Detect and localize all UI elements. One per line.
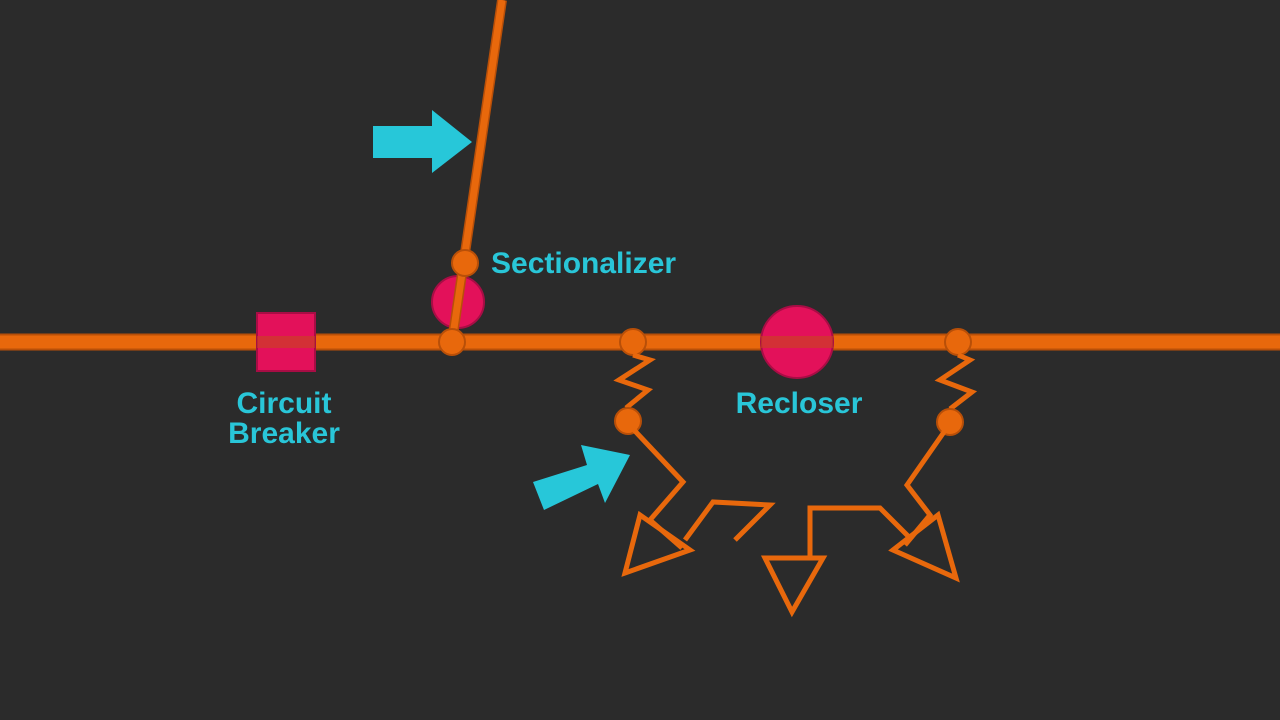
junction-node-right-arrester <box>944 328 972 356</box>
recloser-label: Recloser <box>736 387 863 420</box>
circuit-breaker-label-line2: Breaker <box>228 417 340 450</box>
circuit-breaker-label-line1: Circuit <box>236 387 331 420</box>
sectionalizer-label: Sectionalizer <box>491 247 676 280</box>
junction-node-left-arrester <box>619 328 647 356</box>
left-arrester-lower-node <box>614 407 642 435</box>
right-arrester-lower-node <box>936 408 964 436</box>
sectionalizer-node <box>451 249 479 277</box>
circuit-breaker-device <box>256 312 316 372</box>
recloser-device <box>760 305 834 379</box>
arrow-pointing-at-branch-line <box>373 110 472 173</box>
arrow-pointing-at-lightning-fault <box>533 445 630 510</box>
junction-node-branch <box>438 328 466 356</box>
left-surge-arrester <box>613 352 656 410</box>
right-surge-arrester <box>934 352 978 411</box>
lightning-fault <box>621 428 960 618</box>
branch-line <box>447 0 507 343</box>
